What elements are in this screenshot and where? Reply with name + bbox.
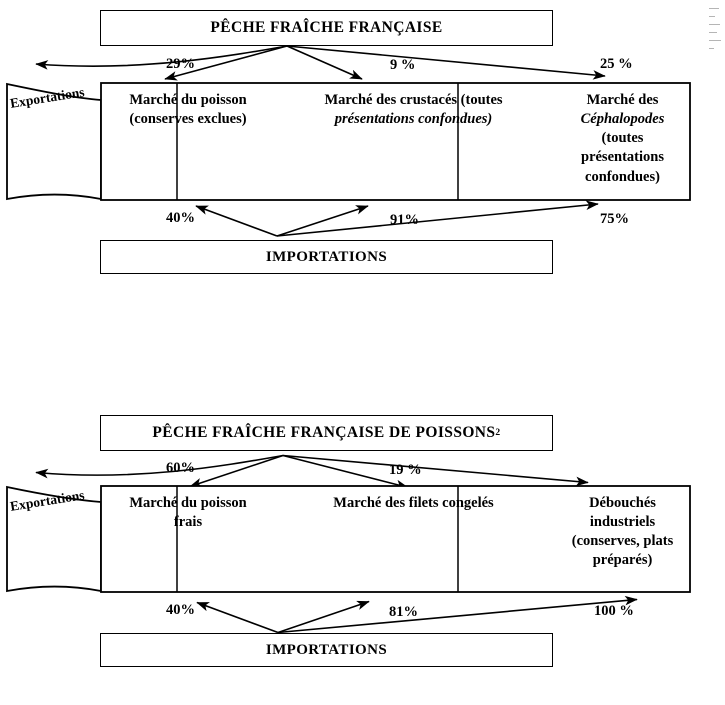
arrow-to-market-1 [286,45,363,80]
arrow-imports-to-market-2 [277,595,638,634]
arrow-to-market-0 [189,454,284,488]
percent-top-1: 9 % [390,57,416,73]
arrow-imports-to-market-0 [195,205,278,237]
importations-text: IMPORTATIONS [265,248,388,265]
arrow-exportations-1 [35,45,288,70]
arrow-imports-to-market-1 [276,205,369,237]
percent-top-1: 19 % [389,462,422,478]
exportations-cell: Exportations [5,82,103,201]
arrow-to-market-0 [164,45,288,81]
exportations-cell: Exportations [5,485,103,593]
exportations-label: Exportations [9,487,86,514]
markets-rectangle [100,82,691,201]
market-column-1-line2: présentations confondues) [334,111,493,128]
market-column-2-line4: préparés) [592,552,653,569]
percent-bottom-0: 40% [166,602,195,618]
market-column-2-line1: Marché des [586,92,659,108]
importations-box: IMPORTATIONS [100,240,553,274]
markets-strip: Exportations Marché du poisson frais Mar… [5,485,691,593]
markets-rectangle [100,485,691,593]
market-column-0-line1: Marché du poisson [129,495,247,511]
percent-bottom-2: 75% [600,211,629,227]
title-text: PÊCHE FRAÎCHE FRANÇAISE [210,19,443,36]
percent-bottom-2: 100 % [594,603,634,619]
exportations-label: Exportations [9,84,86,111]
arrow-to-market-2 [286,45,606,80]
title-text: PÊCHE FRAÎCHE FRANÇAISE DE POISSONS [152,424,496,441]
arrow-imports-to-market-1 [277,600,370,634]
arrows-layer [35,45,606,237]
market-column-1-line1: Marché des filets congelés [333,495,494,511]
market-column-2-line3: (toutes [601,130,644,147]
arrows-layer [35,454,638,634]
market-column-2-line3: (conserves, plats [571,533,674,550]
market-column-0-line1: Marché du poisson [129,92,247,108]
importations-box: IMPORTATIONS [100,633,553,667]
strip-outline [6,82,691,201]
market-column-0-line2: frais [173,514,203,531]
importations-text: IMPORTATIONS [265,641,388,658]
percent-bottom-1: 81% [389,604,418,620]
title-box-source: PÊCHE FRAÎCHE FRANÇAISE [100,10,553,46]
market-column-1-line1: Marché des crustacés (toutes [324,92,503,108]
percent-top-0: 60% [166,460,195,476]
arrow-exportations-2 [35,454,284,479]
market-column-2-line5: confondues) [585,168,660,185]
market-column-0: Marché du poisson (conserves exclues) [103,82,273,201]
strip-outline [6,485,691,593]
percent-bottom-0: 40% [166,210,195,226]
arrow-to-market-2 [282,454,589,487]
market-column-1: Marché des filets congelés [273,485,554,593]
market-column-1: Marché des crustacés (toutes présentatio… [273,82,554,201]
percent-top-2: 25 % [600,56,633,72]
market-column-2-line4: présentations [581,149,664,166]
market-column-2-line2: Céphalopodes [580,111,665,128]
market-column-2-line2: industriels [589,514,656,531]
diagram-pêche-fraiche-francaise: PÊCHE FRAÎCHE FRANÇAISE 29% 9 % 25 % [0,0,725,300]
market-column-2-line1: Débouchés [589,495,656,511]
scanner-edge-artifact [709,8,723,68]
arrow-to-market-1 [282,454,409,490]
market-column-0: Marché du poisson frais [103,485,273,593]
market-column-0-line2: (conserves exclues) [129,111,247,128]
arrow-imports-to-market-2 [276,200,599,237]
market-column-2: Débouchés industriels (conserves, plats … [554,485,691,593]
market-column-2: Marché des Céphalopodes (toutes présenta… [554,82,691,201]
percent-top-0: 29% [166,56,195,72]
markets-strip: Exportations Marché du poisson (conserve… [5,82,691,201]
arrow-imports-to-market-0 [196,601,279,634]
percent-bottom-1: 91% [390,212,419,228]
